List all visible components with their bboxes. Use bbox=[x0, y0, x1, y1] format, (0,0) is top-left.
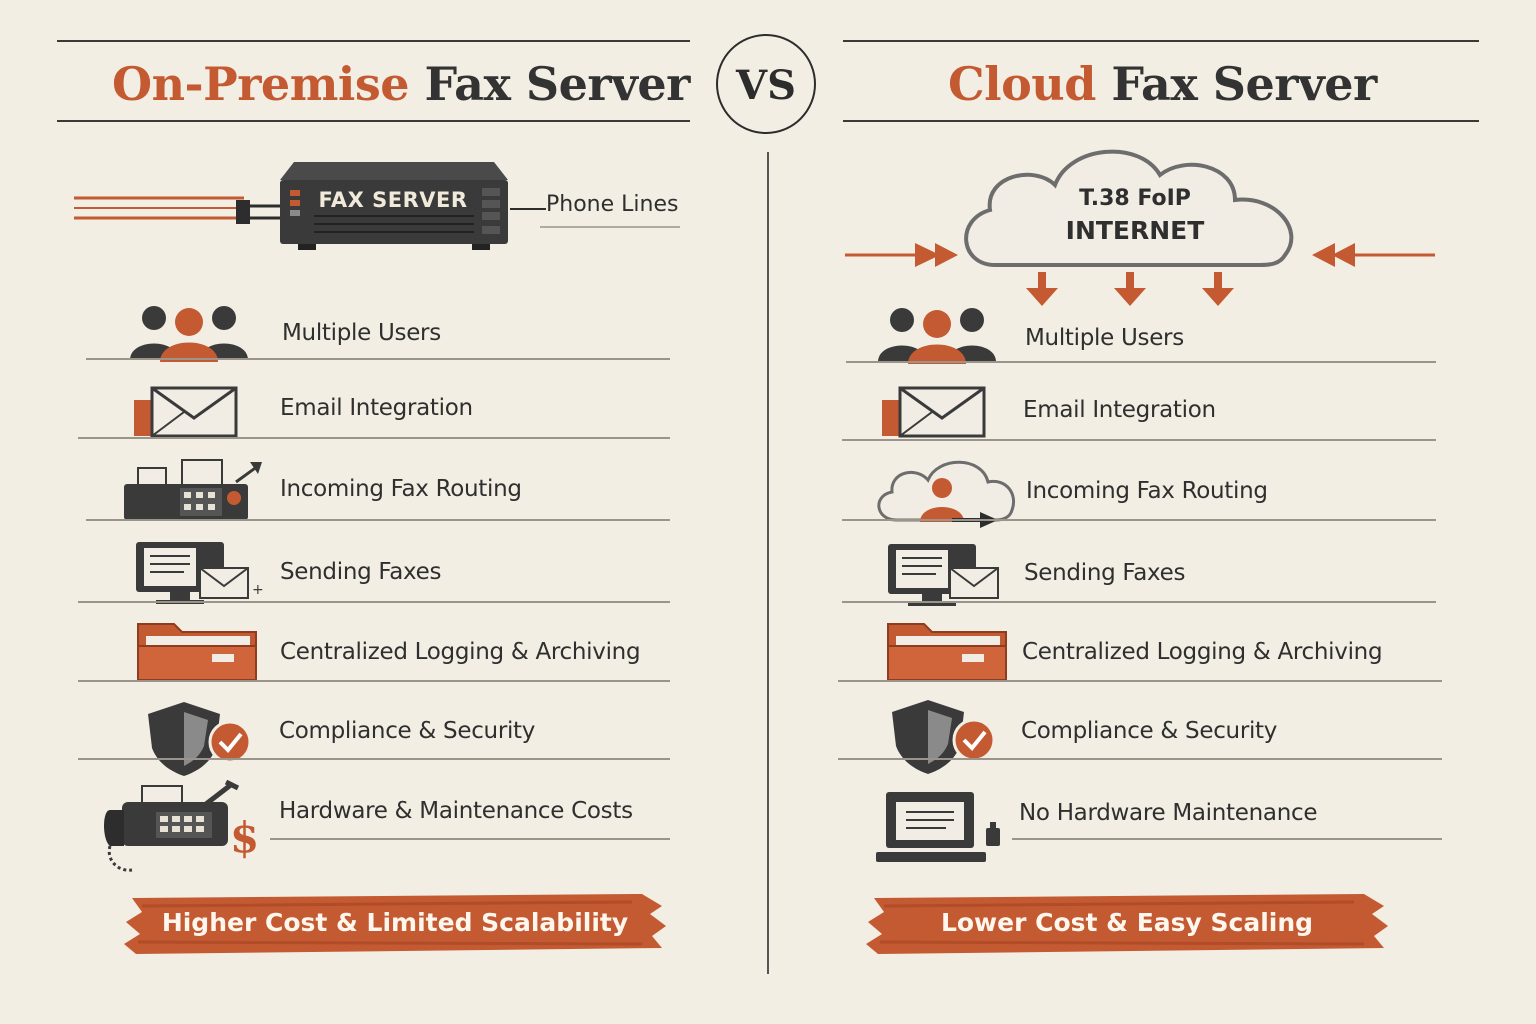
cloud-user-icon bbox=[877, 460, 1015, 528]
svg-text:$: $ bbox=[230, 813, 259, 862]
left-feature-divider bbox=[270, 838, 670, 840]
right-feature-label: Centralized Logging & Archiving bbox=[1022, 639, 1383, 665]
left-header-bottom-rule bbox=[57, 120, 690, 122]
left-feature-label: Sending Faxes bbox=[280, 559, 442, 585]
cloud-protocol-label: T.38 FoIP bbox=[1079, 186, 1191, 211]
inbound-arrow-left-icon bbox=[845, 243, 958, 267]
left-feature-divider bbox=[86, 358, 670, 360]
right-title-rest: Fax Server bbox=[1111, 57, 1377, 111]
fax-server-label: FAX SERVER bbox=[318, 188, 468, 212]
right-feature-label: Multiple Users bbox=[1025, 325, 1184, 351]
fax-phone-dollar-icon: $ bbox=[104, 780, 259, 872]
phone-lines-label: Phone Lines bbox=[546, 192, 679, 217]
left-feature-divider bbox=[78, 601, 670, 603]
users-icon bbox=[878, 308, 996, 364]
center-divider bbox=[767, 152, 769, 974]
right-feature-divider bbox=[842, 439, 1436, 441]
phone-lines-icon bbox=[74, 196, 284, 224]
fax-server-device-icon bbox=[280, 162, 508, 250]
down-arrows-icon bbox=[1026, 272, 1234, 306]
left-header-top-rule bbox=[57, 40, 690, 42]
envelope-icon bbox=[882, 386, 986, 438]
right-feature-divider bbox=[838, 680, 1442, 682]
left-title-accent: On-Premise bbox=[112, 57, 410, 111]
vs-badge: VS bbox=[716, 34, 816, 134]
shield-check-icon bbox=[148, 702, 252, 776]
inbound-arrow-right-icon bbox=[1312, 243, 1435, 267]
computer-mail-icon: + bbox=[136, 542, 264, 604]
shield-check-icon bbox=[892, 700, 996, 774]
right-banner-brushstroke bbox=[866, 894, 1388, 954]
users-icon bbox=[130, 306, 248, 362]
left-title-rest: Fax Server bbox=[424, 57, 691, 111]
left-feature-divider bbox=[78, 758, 670, 760]
left-feature-label: Incoming Fax Routing bbox=[280, 476, 522, 502]
left-banner-brushstroke bbox=[124, 894, 666, 954]
left-feature-label: Centralized Logging & Archiving bbox=[280, 639, 641, 665]
right-header-top-rule bbox=[843, 40, 1479, 42]
right-feature-divider bbox=[842, 519, 1436, 521]
right-header-bottom-rule bbox=[843, 120, 1479, 122]
right-feature-divider bbox=[1012, 838, 1442, 840]
computer-mail-icon bbox=[888, 544, 999, 606]
right-feature-label: Sending Faxes bbox=[1024, 560, 1186, 586]
right-feature-divider bbox=[838, 758, 1442, 760]
right-title-accent: Cloud bbox=[948, 57, 1096, 111]
folder-icon bbox=[887, 623, 1007, 681]
folder-icon bbox=[137, 623, 257, 681]
left-feature-label: Email Integration bbox=[280, 395, 473, 421]
left-banner-text: Higher Cost & Limited Scalability bbox=[161, 908, 629, 937]
phone-lines-underline bbox=[540, 226, 680, 228]
envelope-icon bbox=[134, 386, 238, 438]
right-feature-label: No Hardware Maintenance bbox=[1019, 800, 1318, 826]
cloud-internet-label: INTERNET bbox=[1065, 216, 1205, 245]
left-feature-divider bbox=[78, 680, 670, 682]
right-banner-text: Lower Cost & Easy Scaling bbox=[940, 908, 1314, 937]
left-feature-divider bbox=[78, 437, 670, 439]
right-feature-label: Compliance & Security bbox=[1021, 718, 1278, 744]
right-title: Cloud Fax Server bbox=[948, 52, 1377, 116]
left-feature-label: Compliance & Security bbox=[279, 718, 536, 744]
left-feature-divider bbox=[86, 519, 670, 521]
right-feature-divider bbox=[842, 601, 1436, 603]
svg-text:+: + bbox=[252, 582, 264, 598]
right-feature-divider bbox=[846, 361, 1436, 363]
laptop-icon bbox=[876, 792, 1000, 862]
fax-machine-icon bbox=[124, 459, 262, 520]
left-title: On-Premise Fax Server bbox=[112, 52, 690, 116]
left-feature-label: Hardware & Maintenance Costs bbox=[279, 798, 633, 824]
right-feature-label: Email Integration bbox=[1023, 397, 1216, 423]
phone-lines-connector bbox=[510, 208, 546, 210]
right-feature-label: Incoming Fax Routing bbox=[1026, 478, 1268, 504]
left-feature-label: Multiple Users bbox=[282, 320, 441, 346]
cloud-internet-icon bbox=[964, 149, 1294, 267]
